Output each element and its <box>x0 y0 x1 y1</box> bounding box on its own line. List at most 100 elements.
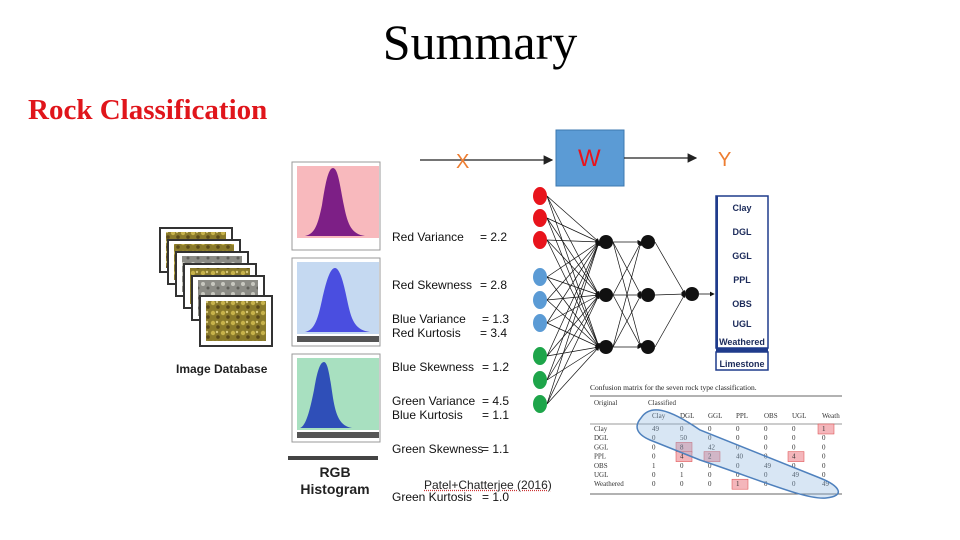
image-database-stack <box>159 227 273 347</box>
confusion-cell: 4 <box>680 453 684 461</box>
class-label: Limestone <box>719 359 764 369</box>
confusion-cell: 0 <box>736 434 740 442</box>
input-node <box>533 231 547 249</box>
output-class-panel <box>715 195 769 371</box>
confusion-cell: 0 <box>764 480 768 488</box>
confusion-header-original: Original <box>594 399 617 407</box>
connection-line <box>546 241 600 324</box>
weight-box <box>555 129 625 187</box>
confusion-row-label: UGL <box>594 471 608 479</box>
confusion-column-header: Weath <box>822 412 840 420</box>
red-skewness-value: = 2.8 <box>480 278 508 292</box>
confusion-cell: 0 <box>792 480 796 488</box>
green-variance-row: Green Variance = 4.5 <box>392 393 518 409</box>
connection-line <box>546 294 600 405</box>
confusion-caption: Confusion matrix for the seven rock type… <box>590 383 757 392</box>
confusion-cell: 1 <box>822 425 826 433</box>
connection-line <box>546 276 600 348</box>
connection-line <box>546 294 600 381</box>
red-stats: Red Variance = 2.2 Red Skewness= 2.8 Red … <box>392 197 512 357</box>
green-skewness-label: Green Skewness <box>392 442 484 456</box>
confusion-cell: 0 <box>736 471 740 479</box>
confusion-row-label: Clay <box>594 425 608 433</box>
slide-subtitle: Rock Classification <box>28 94 268 126</box>
confusion-cell: 0 <box>736 462 740 470</box>
confusion-cell: 0 <box>708 471 712 479</box>
confusion-column-header: PPL <box>736 412 748 420</box>
confusion-cell: 0 <box>792 462 796 470</box>
confusion-cell: 0 <box>708 462 712 470</box>
confusion-cell: 0 <box>652 480 656 488</box>
confusion-highlights <box>675 423 835 490</box>
confusion-cell: 0 <box>764 425 768 433</box>
confusion-header-classified: Classified <box>648 399 676 407</box>
connection-line <box>546 217 600 243</box>
confusion-cell: 0 <box>708 425 712 433</box>
confusion-cell: 0 <box>736 443 740 451</box>
rgb-histogram-label-line2: Histogram <box>300 481 370 497</box>
connection-line <box>546 293 600 301</box>
histogram-green <box>291 353 381 443</box>
confusion-cell: 4 <box>792 453 796 461</box>
confusion-row-label: OBS <box>594 462 608 470</box>
blue-variance-row: Blue Variance= 1.3 <box>392 311 516 327</box>
confusion-cell: 0 <box>680 480 684 488</box>
class-label: GGL <box>732 251 752 261</box>
histogram-blue <box>291 257 381 347</box>
green-skewness-value: = 1.1 <box>482 442 510 456</box>
class-label: DGL <box>733 227 753 237</box>
blue-kurtosis-row: Blue Kurtosis= 1.1 <box>392 407 516 423</box>
connection-line <box>546 346 600 405</box>
network-connections <box>546 195 715 405</box>
green-skewness-row: Green Skewness= 1.1 <box>392 441 518 457</box>
confusion-cell: 0 <box>736 425 740 433</box>
confusion-cell: 0 <box>792 425 796 433</box>
network-nodes <box>533 187 699 413</box>
confusion-column-header: OBS <box>764 412 778 420</box>
connection-line <box>654 293 686 348</box>
confusion-cell: 42 <box>708 443 716 451</box>
confusion-cell: 0 <box>764 434 768 442</box>
input-node <box>533 268 547 286</box>
blue-variance-label: Blue Variance <box>392 312 466 326</box>
histogram-base-bar <box>288 456 378 460</box>
connection-line <box>546 241 600 405</box>
green-variance-value: = 4.5 <box>482 394 510 408</box>
class-label: UGL <box>733 319 753 329</box>
confusion-cell: 0 <box>652 443 656 451</box>
confusion-cell: 0 <box>822 471 826 479</box>
connection-line <box>546 241 600 381</box>
class-label: OBS <box>732 299 752 309</box>
red-kurtosis-value: = 3.4 <box>480 326 508 340</box>
green-kurtosis-label: Green Kurtosis <box>392 490 473 504</box>
confusion-cell: 0 <box>652 434 656 442</box>
red-variance-label: Red Variance <box>392 230 464 244</box>
confusion-row-label: DGL <box>594 434 608 442</box>
connection-line <box>546 345 600 357</box>
confusion-row-label: Weathered <box>594 480 624 488</box>
blue-skewness-value: = 1.2 <box>482 360 510 374</box>
input-node <box>533 209 547 227</box>
red-variance-value: = 2.2 <box>480 230 508 244</box>
connection-line <box>546 239 600 244</box>
red-skewness-row: Red Skewness= 2.8 <box>392 277 512 293</box>
confusion-error-highlight <box>731 478 749 490</box>
input-node <box>533 314 547 332</box>
connection-line <box>546 294 600 357</box>
rgb-histogram-label: RGB Histogram <box>290 464 380 498</box>
confusion-cell: 0 <box>652 471 656 479</box>
connection-line <box>546 346 600 381</box>
green-variance-label: Green Variance <box>392 394 476 408</box>
input-node <box>533 187 547 205</box>
red-kurtosis-row: Red Kurtosis= 3.4 <box>392 325 512 341</box>
hidden-node <box>641 340 655 354</box>
blue-stats: Blue Variance= 1.3 Blue Skewness= 1.2 Bl… <box>392 279 516 439</box>
connection-line <box>612 241 643 348</box>
class-label: Weathered <box>719 337 765 347</box>
green-stats: Green Variance= 4.5 Green Skewness= 1.1 … <box>392 361 518 521</box>
input-label: X <box>456 151 469 173</box>
output-label: Y <box>718 149 731 171</box>
connection-line <box>546 217 600 296</box>
